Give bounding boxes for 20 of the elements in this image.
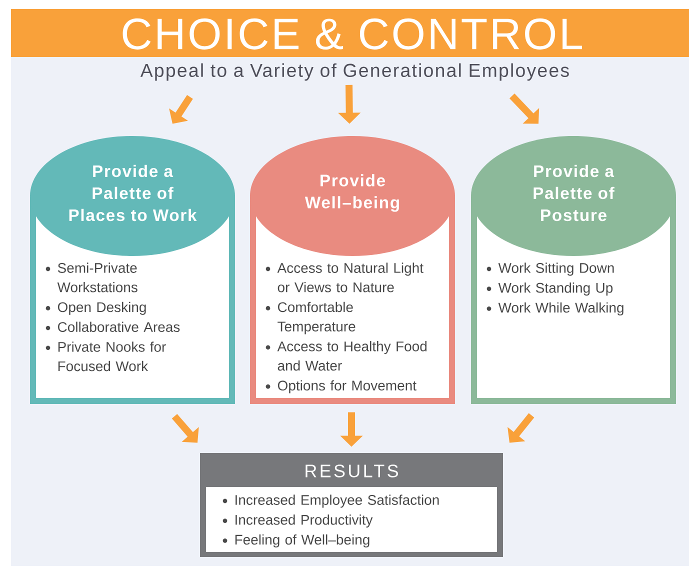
- arrow: [508, 413, 534, 443]
- bullet-item: Comfortable Temperature: [266, 302, 356, 334]
- bullet-item: Work While Walking: [486, 302, 624, 316]
- bullet-item: Access to Natural Light or Views to Nature: [266, 262, 424, 292]
- bullet-item: Collaborative Areas: [46, 322, 180, 332]
- bullet-item: Open Desking: [46, 302, 146, 315]
- arrow: [172, 414, 199, 443]
- bullet-item: Access to Healthy Food and Water: [266, 341, 427, 371]
- arrow: [509, 94, 540, 124]
- title-banner: CHOICE & CONTROL: [11, 9, 689, 57]
- bullet-item: Increased Employee Satisfaction: [222, 494, 439, 508]
- subtitle: Appeal to a Variety of Generational Employees: [140, 63, 569, 81]
- bullet-item: Semi-Private Workstations: [46, 262, 138, 292]
- bullet-item: Work Standing Up: [486, 282, 613, 296]
- bullet-item: Options for Movement: [266, 380, 416, 394]
- bullet-item: Work Sitting Down: [486, 262, 614, 276]
- bullet-item: Feeling of Well–being: [222, 534, 370, 548]
- bullet-item: Private Nooks for Focused Work: [46, 342, 166, 372]
- bullet-item: Increased Productivity: [222, 514, 373, 528]
- panel-heading: RESULTS: [306, 464, 398, 478]
